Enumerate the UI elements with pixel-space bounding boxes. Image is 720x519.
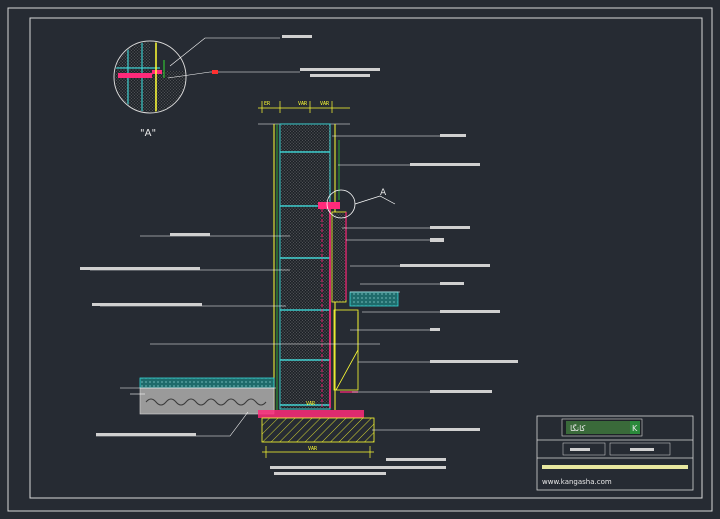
left-annotation-text	[80, 233, 210, 436]
window-sill	[333, 291, 400, 393]
section-marker-a: A	[326, 188, 396, 219]
inner-frame	[29, 17, 703, 499]
right-annotation-text	[400, 134, 518, 431]
bottom-notes	[270, 458, 446, 475]
detail-bubble-a: "A"	[113, 40, 187, 139]
top-dimension: ER VAR VAR	[258, 101, 350, 125]
detail-a-leaders	[167, 37, 300, 79]
wall-section	[273, 123, 347, 410]
section-marker-label: A	[380, 188, 387, 198]
floor-slab	[120, 377, 276, 415]
outer-frame	[7, 7, 713, 512]
footing: VAR VAR	[258, 401, 375, 458]
dim-top-mid: VAR	[298, 101, 308, 107]
logo-text: کانگا	[570, 423, 586, 433]
logo-k: K	[632, 424, 638, 433]
dim-bottom: VAR	[308, 446, 318, 452]
dim-top-right: VAR	[320, 101, 330, 107]
dim-wall-base: VAR	[306, 401, 316, 407]
detail-a-notes	[212, 35, 380, 77]
company-logo	[566, 421, 630, 434]
right-annotations	[332, 135, 440, 431]
website: www.kangasha.com	[542, 478, 612, 486]
title-block: کانگا K www.kangasha.com	[536, 415, 694, 491]
dim-top-left: ER	[264, 101, 271, 107]
detail-tag-label: "A"	[140, 128, 156, 139]
